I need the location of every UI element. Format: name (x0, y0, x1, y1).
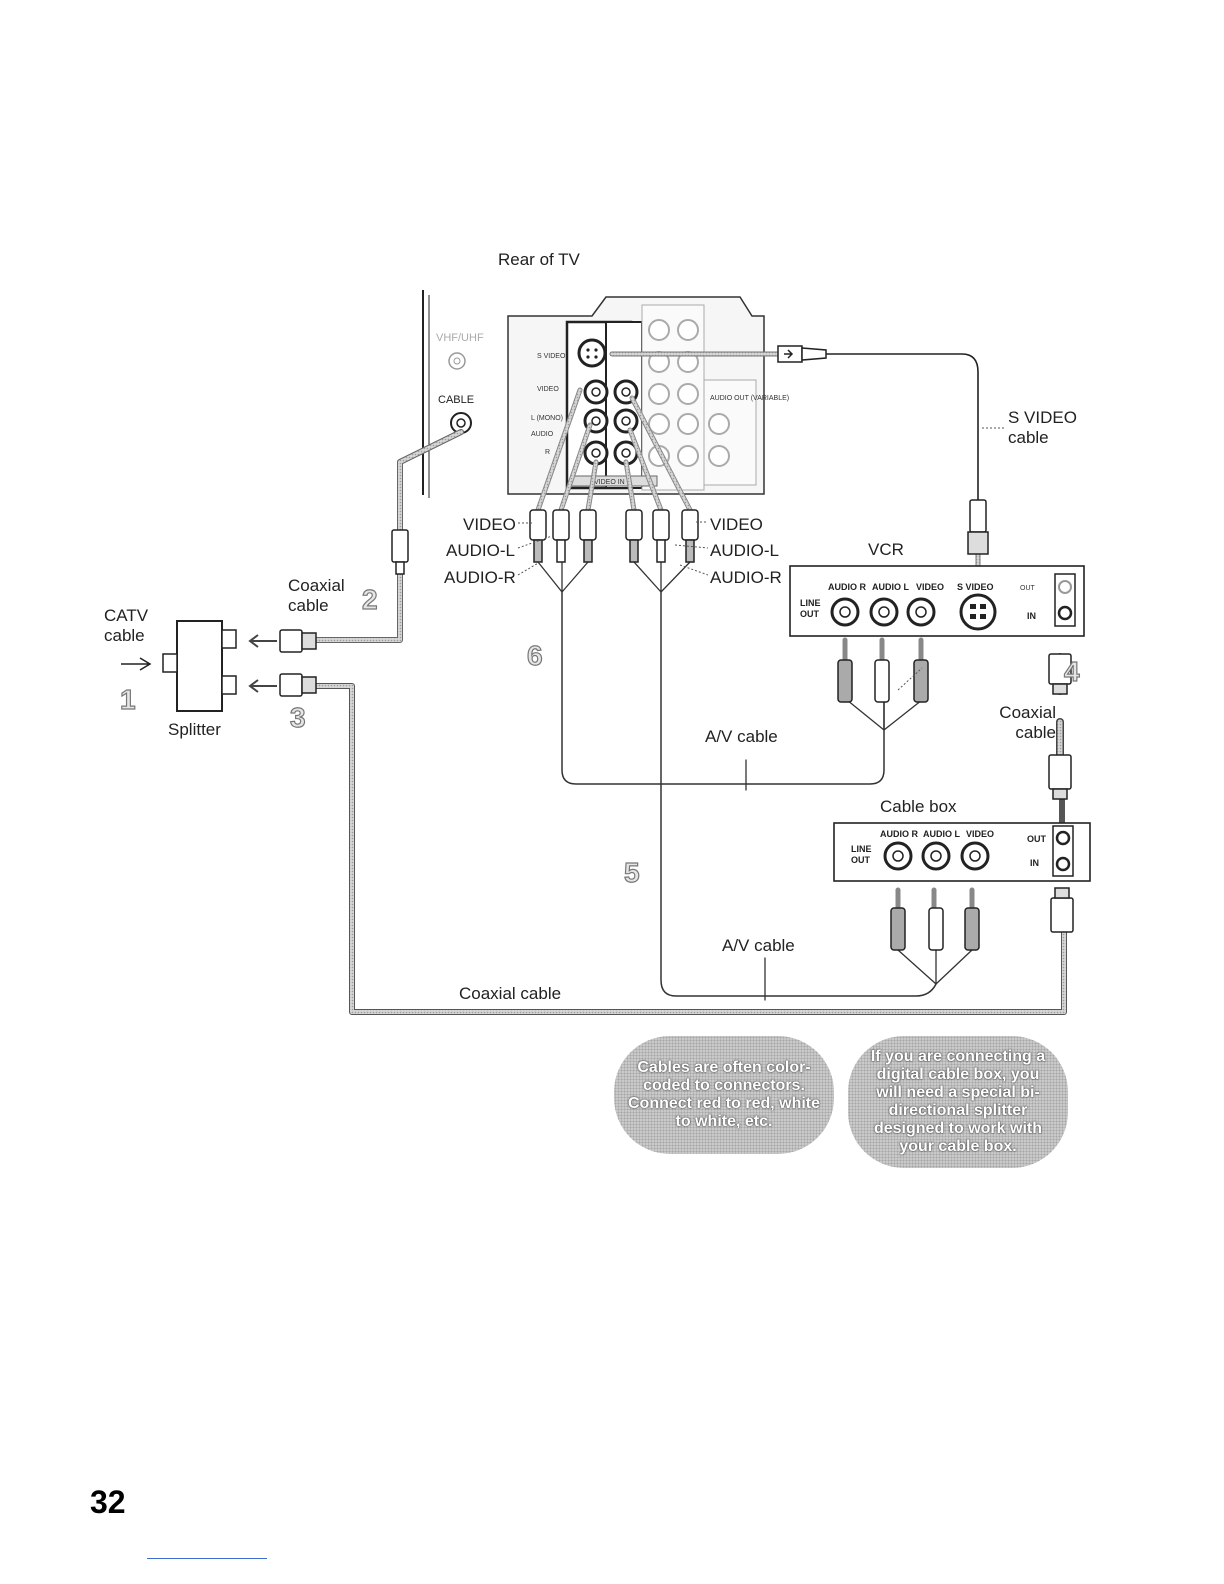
coaxial-cable-bottom-label: Coaxial cable (459, 984, 562, 1003)
box-audio-l-label: AUDIO L (923, 829, 961, 839)
left-plug-video-label: VIDEO (463, 515, 516, 534)
l-mono-label: L (MONO) (531, 415, 563, 422)
vhf-uhf-label: VHF/UHF (436, 332, 484, 344)
vcr-audio-l-label: AUDIO L (872, 582, 910, 592)
box-line-label: LINE (851, 844, 872, 854)
svideo-cable-label: S VIDEO cable (1008, 408, 1077, 447)
vcr-line-label: LINE (800, 598, 821, 608)
step-3-number: 3 (289, 701, 306, 733)
audio-out-label: AUDIO OUT (VARIABLE) (710, 395, 789, 402)
box-out-line-label: OUT (851, 855, 871, 865)
tv-svideo-jack (577, 338, 607, 368)
tv-rear-panel: VIDEO IN S VIDEO VIDEO L (MONO) AUDIO R … (507, 296, 789, 495)
vcr-audio-r-label: AUDIO R (828, 582, 867, 592)
color-coded-note: Cables are often color-coded to connecto… (614, 1036, 834, 1154)
box-out-label: OUT (1027, 834, 1047, 844)
splitter-arrow-top (248, 634, 277, 648)
step-4-number: 4 (1063, 655, 1080, 687)
splitter-label: Splitter (168, 720, 221, 739)
coax-connectors (279, 529, 1074, 933)
catv-input-arrow (121, 657, 152, 671)
left-plug-audio-r-label: AUDIO-R (444, 568, 516, 587)
vcr-svideo-jack (959, 593, 997, 631)
audio-jack-label: AUDIO (531, 431, 554, 438)
splitter-arrow-bottom (248, 679, 277, 693)
video-in-label: VIDEO IN (594, 479, 625, 486)
right-plug-audio-l-label: AUDIO-L (710, 541, 779, 560)
step-6-number: 6 (526, 639, 543, 671)
vcr-device: AUDIO R AUDIO L VIDEO S VIDEO OUT IN LIN… (789, 565, 1085, 637)
box-video-label: VIDEO (966, 829, 994, 839)
vhf-uhf-jack (448, 352, 466, 370)
right-plug-video-label: VIDEO (710, 515, 763, 534)
vcr-rca-plugs (837, 659, 929, 703)
left-plug-audio-l-label: AUDIO-L (446, 541, 515, 560)
vcr-in-label: IN (1027, 611, 1036, 621)
color-coded-note-text: Cables are often color-coded to connecto… (628, 1059, 821, 1130)
coaxial-cable-4-label: Coaxial cable (999, 703, 1056, 742)
tv-output-jacks (648, 319, 730, 467)
step-2-number: 2 (361, 583, 378, 615)
av-cable-5-label: A/V cable (722, 936, 795, 955)
box-in-label: IN (1030, 858, 1039, 868)
r-jack-label: R (545, 449, 550, 456)
rear-of-tv-title: Rear of TV (498, 250, 580, 269)
vcr-video-label: VIDEO (916, 582, 944, 592)
right-plug-audio-r-label: AUDIO-R (710, 568, 782, 587)
digital-box-note: If you are connecting a digital cable bo… (848, 1036, 1068, 1168)
vcr-svideo-label: S VIDEO (957, 582, 994, 592)
box-audio-r-label: AUDIO R (880, 829, 919, 839)
box-rca-plugs (890, 907, 980, 951)
tv-rca-plugs (529, 509, 699, 563)
step-5-number: 5 (623, 856, 640, 888)
tv-side-panel (422, 290, 472, 498)
tv-video-in-jacks-1 (583, 379, 609, 466)
cable-box-title: Cable box (880, 797, 957, 816)
tv-video-in-jacks-2 (613, 379, 639, 466)
page-number: 32 (90, 1484, 126, 1520)
coaxial-cable-2-label: Coaxial cable (288, 576, 345, 615)
step-1-number: 1 (119, 683, 136, 715)
catv-cable-label: CATV cable (104, 606, 149, 645)
vcr-title: VCR (868, 540, 904, 559)
vcr-out-label: OUT (1020, 585, 1036, 592)
cables (297, 351, 1067, 1015)
video-jack-label: VIDEO (537, 386, 559, 393)
svideo-plug-vcr (967, 499, 989, 555)
bottom-rule (147, 1558, 267, 1559)
label-leaders (517, 427, 1004, 691)
cable-box-device: AUDIO R AUDIO L VIDEO OUT IN LINE OUT (833, 822, 1091, 882)
svideo-jack-label: S VIDEO (537, 353, 566, 360)
digital-box-note-text: If you are connecting a digital cable bo… (870, 1048, 1046, 1155)
cable-input-label: CABLE (438, 394, 475, 406)
vcr-out-line-label: OUT (800, 609, 820, 619)
av-cable-6-label: A/V cable (705, 727, 778, 746)
svideo-plug-tv (777, 345, 827, 363)
splitter (121, 620, 277, 712)
